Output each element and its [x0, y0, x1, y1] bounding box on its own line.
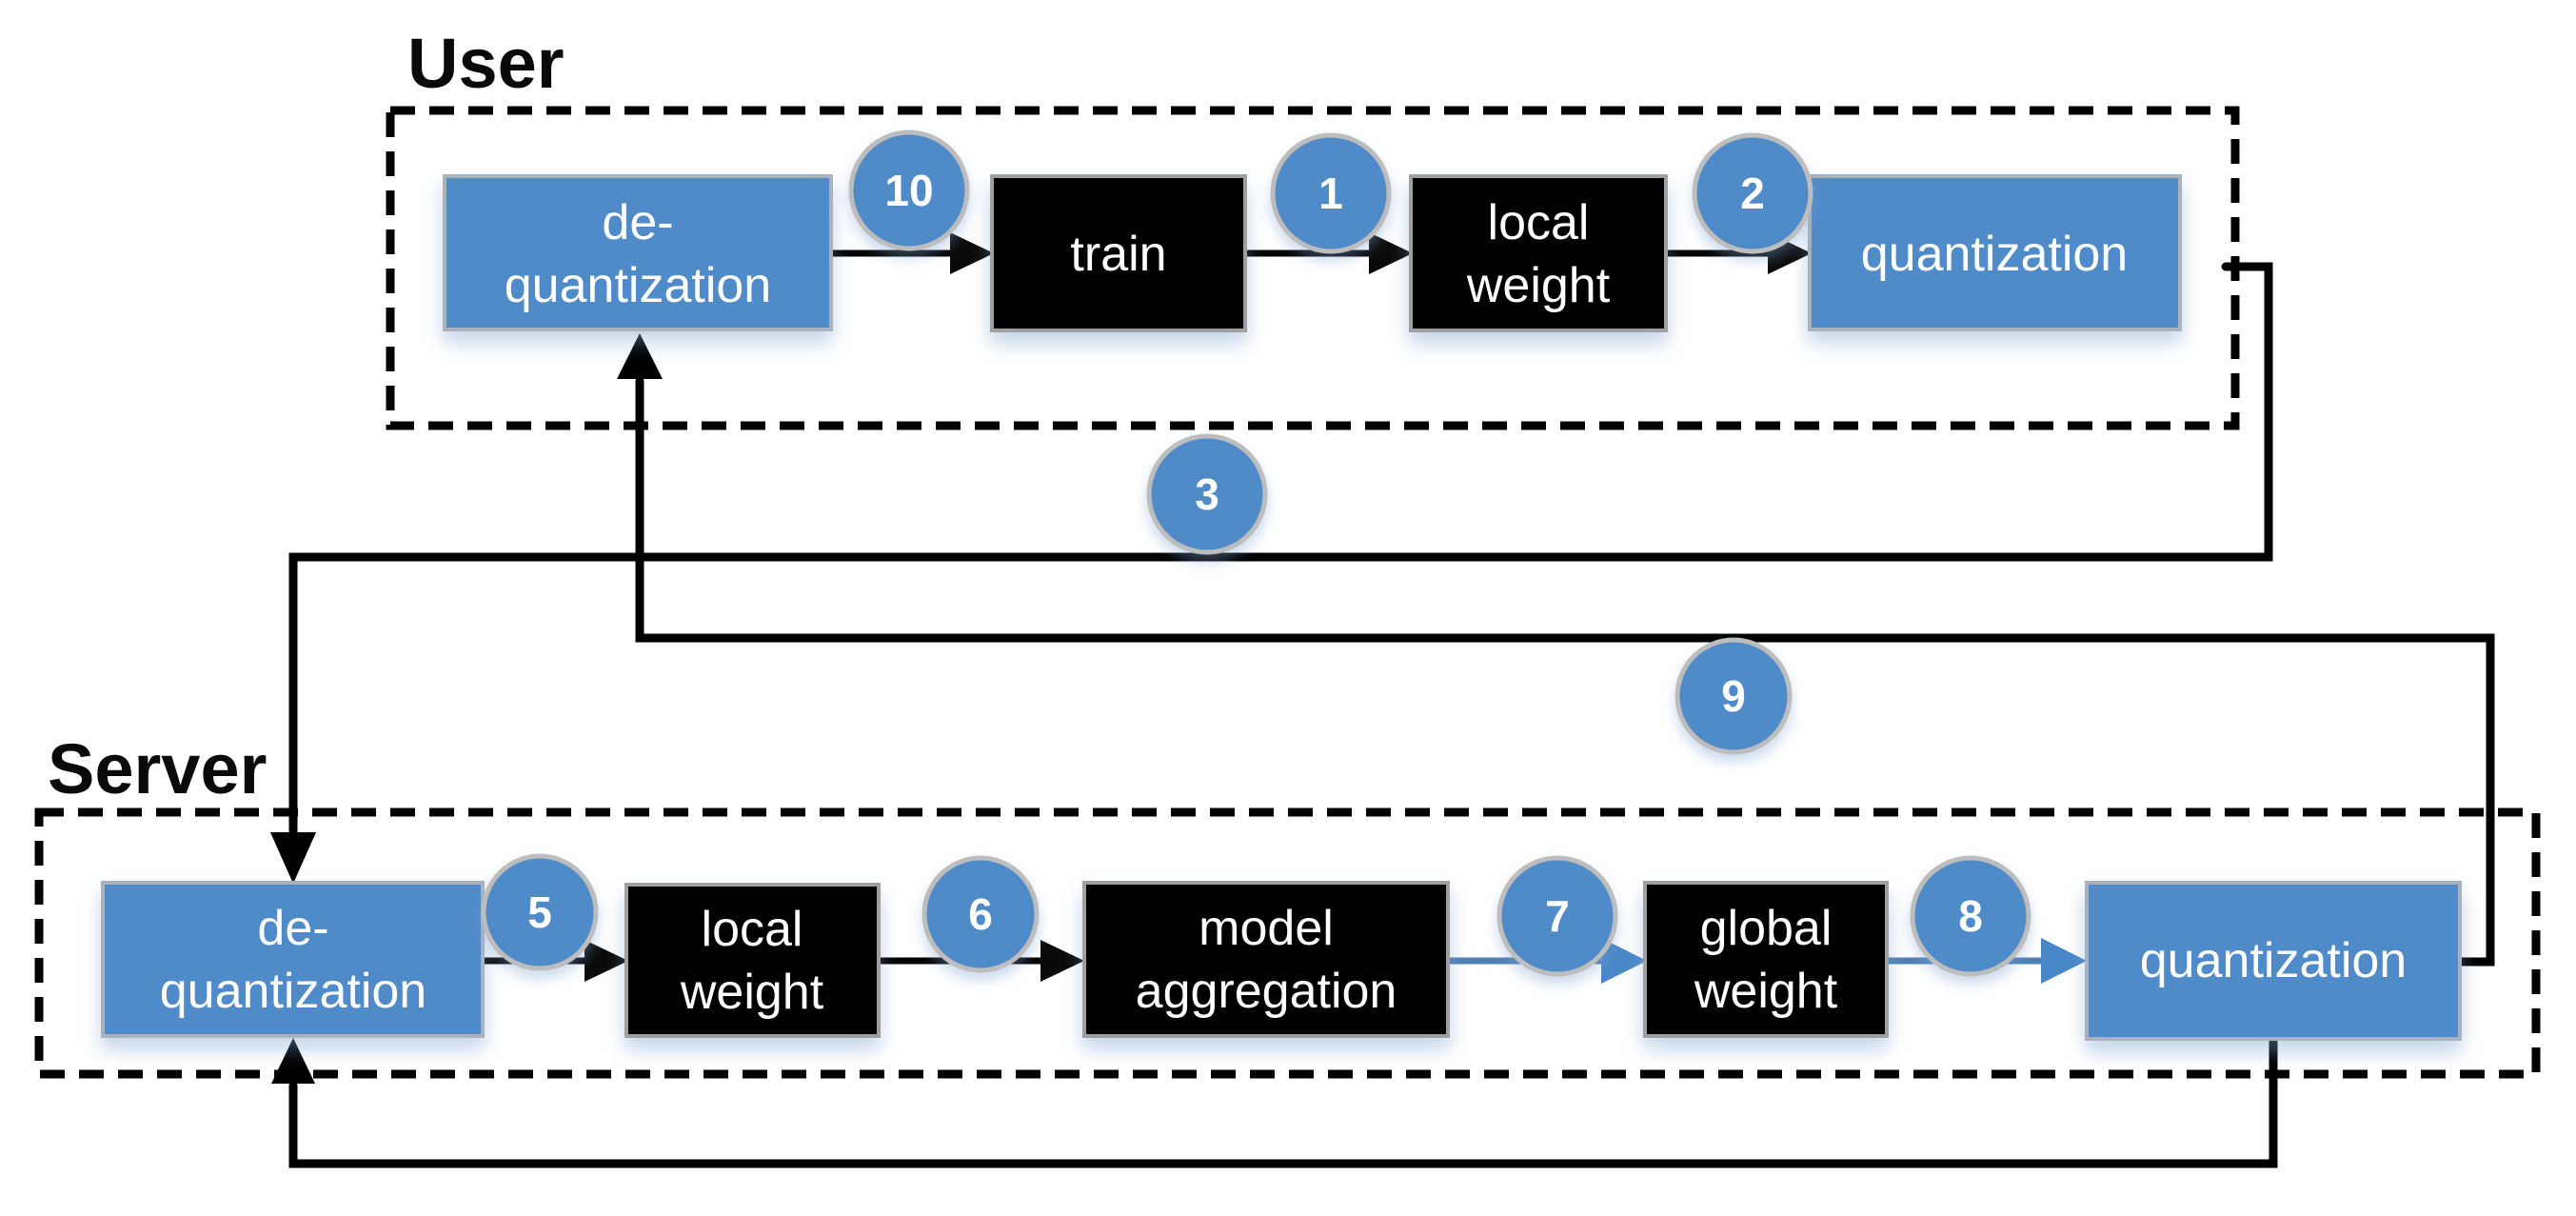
connector-step-3-arrowhead-icon — [270, 832, 316, 884]
flow-arrow-6-arrowhead-icon — [1040, 940, 1084, 982]
user-section-label: User — [407, 24, 565, 103]
node-user-quantization: quantization — [1808, 174, 2182, 331]
node-user-quantization-label: quantization — [1861, 227, 2128, 282]
step-circle-1-shape — [1270, 132, 1392, 254]
node-server-global-weight-label-line1: global — [1700, 901, 1833, 956]
node-user-dequantization-label-line1: de- — [602, 195, 673, 250]
node-server-global-weight-label-line2: weight — [1694, 964, 1838, 1019]
step-circle-5-number: 5 — [527, 887, 552, 937]
node-server-dequantization-label-line1: de- — [257, 901, 328, 956]
node-user-quantization-box — [1808, 174, 2182, 331]
node-server-dequantization: de- quantization — [101, 881, 485, 1038]
server-boundary-box — [34, 807, 2541, 1079]
node-user-local-weight: local weight — [1409, 174, 1668, 332]
step-circle-6-shape — [921, 855, 1040, 973]
step-circle-8-number: 8 — [1958, 891, 1983, 941]
node-server-local-weight: local weight — [624, 883, 881, 1038]
node-server-dequantization-box — [101, 881, 485, 1038]
step-circle-7-shape — [1496, 855, 1618, 977]
step-circle-10: 10 — [848, 130, 970, 251]
step-circle-3: 3 — [1146, 433, 1268, 555]
step-circle-3-number: 3 — [1195, 469, 1219, 519]
step-circle-7-number: 7 — [1545, 891, 1570, 941]
step-circle-2-number: 2 — [1740, 169, 1765, 218]
connector-step-3 — [270, 262, 2273, 884]
node-server-quantization: quantization — [2085, 881, 2462, 1041]
node-server-quantization-box — [2085, 881, 2462, 1041]
node-server-model-aggregation: model aggregation — [1082, 881, 1450, 1038]
step-circle-3-shape — [1146, 433, 1268, 555]
step-circle-2: 2 — [1692, 132, 1813, 254]
step-circle-10-shape — [848, 130, 970, 251]
connector-step-3-path — [288, 262, 2273, 839]
step-circle-6: 6 — [921, 855, 1040, 973]
flow-arrow-8-arrowhead-icon — [2041, 938, 2087, 984]
node-user-local-weight-box — [1409, 174, 1668, 332]
server-section-label: Server — [48, 729, 267, 808]
node-user-local-weight-label-line1: local — [1488, 195, 1590, 250]
step-circle-1: 1 — [1270, 132, 1392, 254]
node-server-local-weight-label-line1: local — [702, 902, 803, 957]
step-circle-5-shape — [481, 853, 599, 971]
connector-server-loop-path — [288, 1034, 2278, 1168]
node-user-dequantization-box — [443, 174, 833, 331]
node-user-local-weight-label-line2: weight — [1466, 258, 1611, 313]
connector-server-loop-arrowhead-icon — [271, 1038, 315, 1084]
flow-arrow-5-arrowhead-icon — [585, 940, 628, 982]
node-server-model-aggregation-label-line2: aggregation — [1136, 964, 1397, 1019]
node-user-train-label: train — [1070, 227, 1166, 282]
node-user-dequantization-label-line2: quantization — [505, 258, 771, 313]
step-circle-9-number: 9 — [1721, 671, 1746, 721]
node-server-global-weight: global weight — [1643, 881, 1889, 1038]
step-circle-1-number: 1 — [1318, 169, 1343, 218]
step-circle-10-number: 10 — [884, 166, 933, 215]
step-circle-9: 9 — [1674, 637, 1793, 755]
step-circle-7: 7 — [1496, 855, 1618, 977]
connector-server-loop — [271, 1034, 2278, 1168]
flow-arrow-7-arrowhead-icon — [1601, 938, 1647, 984]
node-server-quantization-label: quantization — [2140, 933, 2407, 988]
node-server-local-weight-label-line2: weight — [680, 965, 824, 1020]
step-circle-2-shape — [1692, 132, 1813, 254]
step-circle-6-number: 6 — [968, 889, 993, 939]
step-circle-9-shape — [1674, 637, 1793, 755]
step-circle-8-shape — [1910, 855, 2031, 977]
connector-step-9-arrowhead-icon — [617, 333, 663, 379]
flow-arrow-1-arrowhead-icon — [1369, 232, 1413, 274]
node-server-global-weight-box — [1643, 881, 1889, 1038]
node-user-dequantization: de- quantization — [443, 174, 833, 331]
node-user-train: train — [990, 174, 1247, 332]
step-circle-5: 5 — [481, 853, 599, 971]
step-circle-8: 8 — [1910, 855, 2031, 977]
flow-arrow-10 — [827, 232, 994, 274]
node-server-model-aggregation-box — [1082, 881, 1450, 1038]
flow-arrow-10-arrowhead-icon — [950, 232, 994, 274]
flow-arrow-1 — [1241, 232, 1413, 274]
node-server-model-aggregation-label-line1: model — [1199, 901, 1334, 956]
connector-step-9 — [617, 333, 2495, 967]
node-server-dequantization-label-line2: quantization — [160, 964, 426, 1019]
node-user-train-box — [990, 174, 1247, 332]
connector-step-9-path — [635, 376, 2495, 967]
node-server-local-weight-box — [624, 883, 881, 1038]
